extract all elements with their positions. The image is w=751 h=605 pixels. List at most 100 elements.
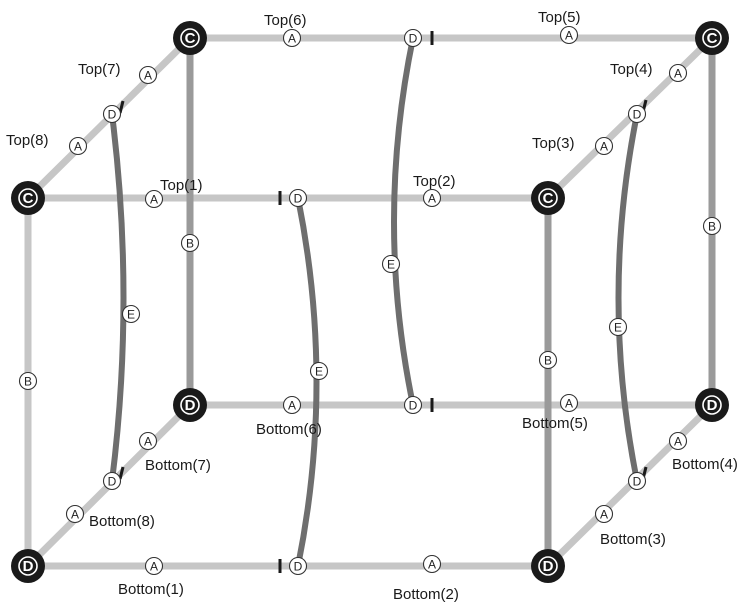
node-ring bbox=[18, 188, 38, 208]
node-letter: C bbox=[185, 30, 196, 47]
mark-letter: D bbox=[108, 475, 117, 489]
mark-ring bbox=[288, 556, 308, 576]
mark-letter: A bbox=[428, 558, 436, 572]
node-ring bbox=[18, 556, 38, 576]
mark-letter: B bbox=[708, 220, 716, 234]
mark-d-circle: D bbox=[627, 104, 647, 124]
label-layer: Top(6)Top(5)Top(7)Top(4)Top(8)Top(3)Top(… bbox=[6, 9, 738, 603]
node-disc bbox=[531, 549, 565, 583]
mark-d-circle: D bbox=[102, 104, 122, 124]
mark-a-circle: A bbox=[144, 556, 164, 576]
mark-ring bbox=[309, 361, 329, 381]
mark-ring bbox=[18, 371, 38, 391]
mark-d-circle: D bbox=[102, 471, 122, 491]
label-top-8: Top(8) bbox=[6, 132, 49, 149]
mark-ring bbox=[668, 63, 688, 83]
mark-ring bbox=[282, 395, 302, 415]
mark-ring bbox=[422, 554, 442, 574]
mark-letter: E bbox=[127, 308, 135, 322]
curved-member-left bbox=[109, 111, 127, 484]
node-letter: C bbox=[543, 190, 554, 207]
node-d-bottom-back-left: D bbox=[173, 388, 207, 422]
mark-ring bbox=[594, 136, 614, 156]
mark-ring bbox=[668, 431, 688, 451]
mark-ring bbox=[702, 216, 722, 236]
mark-letter: A bbox=[600, 508, 608, 522]
mark-ring bbox=[608, 317, 628, 337]
node-disc bbox=[173, 21, 207, 55]
mark-a-circle: A bbox=[65, 504, 85, 524]
label-top-4: Top(4) bbox=[610, 61, 653, 78]
mark-e-circle: E bbox=[121, 304, 141, 324]
mark-letter: D bbox=[108, 108, 117, 122]
node-disc bbox=[695, 21, 729, 55]
mark-a-circle: A bbox=[668, 431, 688, 451]
mark-ring bbox=[138, 431, 158, 451]
mark-ring bbox=[68, 136, 88, 156]
label-top-5: Top(5) bbox=[538, 9, 581, 26]
mark-letter: A bbox=[600, 140, 608, 154]
members-layer bbox=[24, 34, 716, 570]
node-ring bbox=[538, 556, 558, 576]
node-letter: D bbox=[185, 397, 196, 414]
mark-letter: D bbox=[633, 475, 642, 489]
mark-ring bbox=[144, 556, 164, 576]
mark-letter: A bbox=[144, 69, 152, 83]
mark-ring bbox=[594, 504, 614, 524]
mark-letter: A bbox=[674, 435, 682, 449]
mark-letter: A bbox=[565, 397, 573, 411]
mark-a-circle: A bbox=[138, 65, 158, 85]
mark-d-circle: D bbox=[627, 471, 647, 491]
mark-ring bbox=[381, 254, 401, 274]
mark-e-circle: E bbox=[381, 254, 401, 274]
mark-a-circle: A bbox=[282, 395, 302, 415]
mark-a-circle: A bbox=[422, 554, 442, 574]
label-top-1: Top(1) bbox=[160, 177, 203, 194]
node-c-top-back-left: C bbox=[173, 21, 207, 55]
node-ring bbox=[180, 395, 200, 415]
mark-e-circle: E bbox=[608, 317, 628, 337]
mark-letter: D bbox=[409, 32, 418, 46]
node-letter: D bbox=[543, 558, 554, 575]
mark-ring bbox=[627, 104, 647, 124]
mark-d-circle: D bbox=[403, 28, 423, 48]
mark-letter: A bbox=[150, 560, 158, 574]
node-disc bbox=[11, 549, 45, 583]
splice-tick bbox=[118, 466, 125, 480]
mark-letter: B bbox=[544, 354, 552, 368]
mark-ring bbox=[102, 471, 122, 491]
mark-ring bbox=[138, 65, 158, 85]
node-letter: C bbox=[707, 30, 718, 47]
mark-letter: A bbox=[674, 67, 682, 81]
mark-a-circle: A bbox=[594, 136, 614, 156]
mark-b-circle: B bbox=[702, 216, 722, 236]
mark-d-circle: D bbox=[288, 556, 308, 576]
node-layer: C C C C D D D D bbox=[11, 21, 729, 583]
node-letter: D bbox=[23, 558, 34, 575]
mark-ring bbox=[288, 188, 308, 208]
label-bottom-6: Bottom(6) bbox=[256, 421, 322, 438]
mark-d-circle: D bbox=[403, 395, 423, 415]
node-d-bottom-back-right: D bbox=[695, 388, 729, 422]
label-bottom-8: Bottom(8) bbox=[89, 513, 155, 530]
mark-letter: D bbox=[633, 108, 642, 122]
mark-letter: E bbox=[315, 365, 323, 379]
label-top-6: Top(6) bbox=[264, 12, 307, 29]
mark-a-circle: A bbox=[68, 136, 88, 156]
mark-a-circle: A bbox=[138, 431, 158, 451]
mark-a-circle: A bbox=[559, 25, 579, 45]
mark-a-circle: A bbox=[282, 28, 302, 48]
mark-ring bbox=[180, 233, 200, 253]
mark-letter: A bbox=[71, 508, 79, 522]
node-c-top-front-left: C bbox=[11, 181, 45, 215]
node-disc bbox=[173, 388, 207, 422]
node-letter: C bbox=[23, 190, 34, 207]
mark-d-circle: D bbox=[288, 188, 308, 208]
node-disc bbox=[531, 181, 565, 215]
label-top-3: Top(3) bbox=[532, 135, 575, 152]
node-d-bottom-front-right: D bbox=[531, 549, 565, 583]
mark-a-circle: A bbox=[144, 189, 164, 209]
node-ring bbox=[702, 28, 722, 48]
curved-member-center-back bbox=[391, 35, 416, 408]
node-disc bbox=[11, 181, 45, 215]
